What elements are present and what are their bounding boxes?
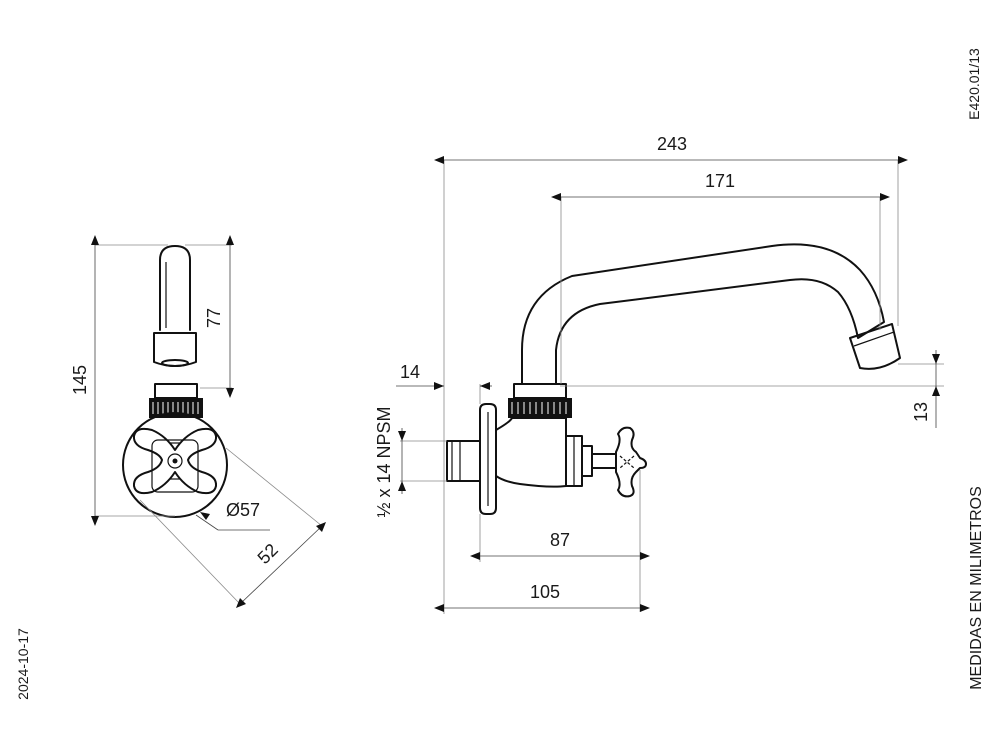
dim-handle-depth-label: 87 bbox=[550, 530, 570, 550]
side-spout bbox=[521, 243, 885, 385]
front-spout-pipe bbox=[159, 245, 191, 331]
dim-spout-height-label: 77 bbox=[204, 308, 224, 328]
side-wall-flange bbox=[479, 403, 497, 515]
dim-flange-diameter-label: Ø57 bbox=[226, 500, 260, 520]
dim-spout-reach: 171 bbox=[551, 171, 890, 384]
side-valve-body bbox=[495, 417, 567, 488]
dim-total-depth-label: 105 bbox=[530, 582, 560, 602]
front-wall-flange bbox=[122, 412, 228, 518]
dim-handle-diagonal-label: 52 bbox=[254, 540, 282, 568]
side-aerator bbox=[849, 323, 901, 370]
dim-total-height-label: 145 bbox=[70, 365, 90, 395]
dim-wall-offset-label: 14 bbox=[400, 362, 420, 382]
side-view bbox=[446, 243, 901, 515]
dim-spout-drop: 13 bbox=[560, 350, 944, 428]
front-nozzle bbox=[153, 332, 197, 367]
drawing-date: 2024-10-17 bbox=[15, 628, 31, 700]
front-cross-handle bbox=[132, 427, 218, 495]
dim-thread: ½ x 14 NPSM bbox=[374, 406, 447, 518]
dim-flange-diameter: Ø57 bbox=[195, 500, 270, 531]
front-view bbox=[122, 245, 228, 518]
dim-thread-label: ½ x 14 NPSM bbox=[374, 406, 394, 517]
dim-total-depth: 105 bbox=[434, 440, 650, 614]
side-cross-handle bbox=[615, 426, 647, 498]
dim-overall-width: 243 bbox=[434, 134, 908, 440]
dim-handle-diagonal: 52 bbox=[139, 447, 326, 608]
dim-overall-width-label: 243 bbox=[657, 134, 687, 154]
side-inlet-thread bbox=[446, 440, 481, 482]
dim-wall-offset: 14 bbox=[396, 362, 492, 404]
front-knurled-nut bbox=[149, 398, 203, 418]
dim-spout-height: 77 bbox=[185, 235, 234, 398]
drawing-code: E420.01/13 bbox=[966, 48, 982, 120]
dim-handle-depth: 87 bbox=[470, 470, 650, 612]
units-note: MEDIDAS EN MILIMETROS bbox=[968, 486, 985, 690]
dim-total-height: 145 bbox=[70, 235, 175, 526]
dim-spout-reach-label: 171 bbox=[705, 171, 735, 191]
dim-spout-drop-label: 13 bbox=[911, 402, 931, 422]
